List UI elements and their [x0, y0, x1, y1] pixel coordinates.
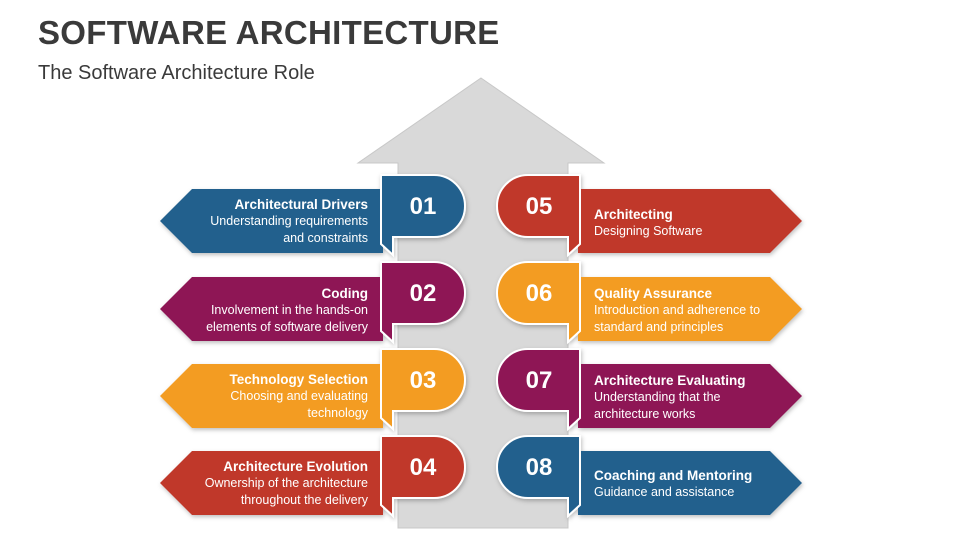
item-04-number: 04 — [409, 454, 437, 481]
item-02-title: Coding — [321, 286, 369, 301]
item-03-banner — [160, 364, 383, 428]
item-01-banner — [160, 189, 383, 253]
item-08-banner — [578, 451, 802, 515]
item-04-title: Architecture Evolution — [223, 459, 368, 474]
item-01-shape — [160, 174, 466, 258]
item-08-desc-line1: Guidance and assistance — [594, 485, 735, 499]
item-05-text: Architecting Designing Software — [594, 206, 794, 240]
item-03-desc-line2: technology — [307, 406, 368, 420]
item-04-desc-line2: throughout the delivery — [240, 493, 368, 507]
item-05-number: 05 — [525, 193, 553, 220]
item-03-text: Technology Selection Choosing and evalua… — [168, 371, 368, 422]
item-07-title: Architecture Evaluating — [594, 373, 746, 388]
item-02-banner — [160, 277, 383, 341]
item-05-banner — [578, 189, 802, 253]
item-08-text: Coaching and Mentoring Guidance and assi… — [594, 467, 794, 501]
item-06-text: Quality Assurance Introduction and adher… — [594, 285, 794, 336]
item-02-text: Coding Involvement in the hands-on eleme… — [168, 285, 368, 336]
item-06-tab — [496, 261, 581, 345]
item-02-desc-line1: Involvement in the hands-on — [210, 303, 368, 317]
item-01-desc-line1: Understanding requirements — [210, 214, 368, 228]
item-01-tab — [380, 174, 466, 258]
item-07-text: Architecture Evaluating Understanding th… — [594, 372, 794, 423]
item-08-number: 08 — [525, 454, 553, 481]
item-03-number: 03 — [409, 367, 437, 394]
item-02-tab — [380, 261, 466, 345]
page-title: SOFTWARE ARCHITECTURE — [38, 14, 500, 51]
item-06-desc-line2: standard and principles — [594, 320, 724, 334]
item-04-shape — [160, 435, 466, 519]
item-07-number: 07 — [525, 367, 553, 394]
item-03-shape — [160, 348, 466, 432]
item-04-tab — [380, 435, 466, 519]
item-07-tab — [496, 348, 581, 432]
item-07-desc-line1: Understanding that the — [594, 390, 721, 404]
item-06-shape — [496, 261, 802, 345]
item-02-number: 02 — [409, 280, 437, 307]
item-03-desc-line1: Choosing and evaluating — [230, 389, 368, 403]
item-06-banner — [578, 277, 802, 341]
item-04-banner — [160, 451, 383, 515]
item-05-tab — [496, 174, 581, 258]
item-03-tab — [380, 348, 466, 432]
item-06-desc-line1: Introduction and adherence to — [594, 303, 761, 317]
page-subtitle: The Software Architecture Role — [38, 62, 315, 84]
item-07-shape — [496, 348, 802, 432]
item-08-tab — [496, 435, 581, 519]
item-05-shape — [496, 174, 802, 258]
item-05-title: Architecting — [594, 207, 673, 222]
item-08-shape — [496, 435, 802, 519]
item-01-number: 01 — [409, 193, 437, 220]
item-01-desc-line2: and constraints — [283, 231, 368, 245]
item-01-title: Architectural Drivers — [234, 197, 368, 212]
item-02-shape — [160, 261, 466, 345]
item-05-desc-line1: Designing Software — [594, 224, 703, 238]
item-07-desc-line2: architecture works — [594, 407, 696, 421]
item-08-title: Coaching and Mentoring — [594, 468, 753, 483]
item-04-desc-line1: Ownership of the architecture — [204, 476, 368, 490]
item-02-desc-line2: elements of software delivery — [206, 320, 368, 334]
item-01-text: Architectural Drivers Understanding requ… — [168, 196, 368, 247]
item-07-banner — [578, 364, 802, 428]
item-04-text: Architecture Evolution Ownership of the … — [168, 458, 368, 509]
item-06-title: Quality Assurance — [594, 286, 713, 301]
item-03-title: Technology Selection — [229, 372, 368, 387]
item-06-number: 06 — [525, 280, 553, 307]
